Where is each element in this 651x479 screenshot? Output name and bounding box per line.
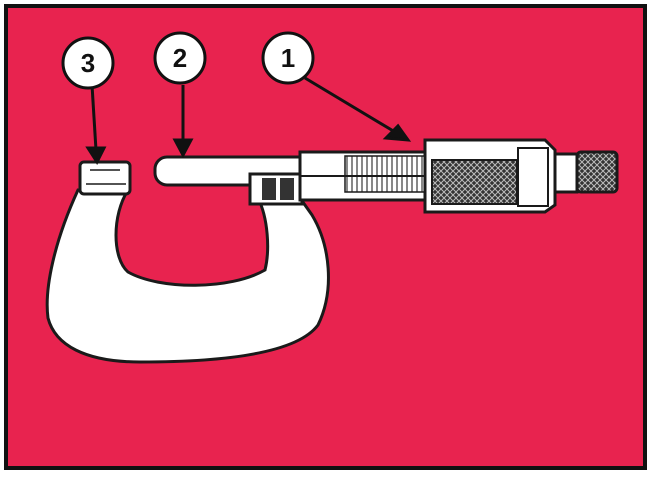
thimble bbox=[425, 140, 555, 212]
anvil bbox=[80, 162, 130, 194]
ratchet-knob bbox=[555, 152, 617, 192]
callout-2-label: 2 bbox=[173, 43, 187, 73]
callout-3-label: 3 bbox=[81, 48, 95, 78]
callout-1-label: 1 bbox=[281, 43, 295, 73]
callout-1: 1 bbox=[263, 33, 313, 83]
callout-2: 2 bbox=[155, 33, 205, 83]
callout-3: 3 bbox=[63, 38, 113, 88]
